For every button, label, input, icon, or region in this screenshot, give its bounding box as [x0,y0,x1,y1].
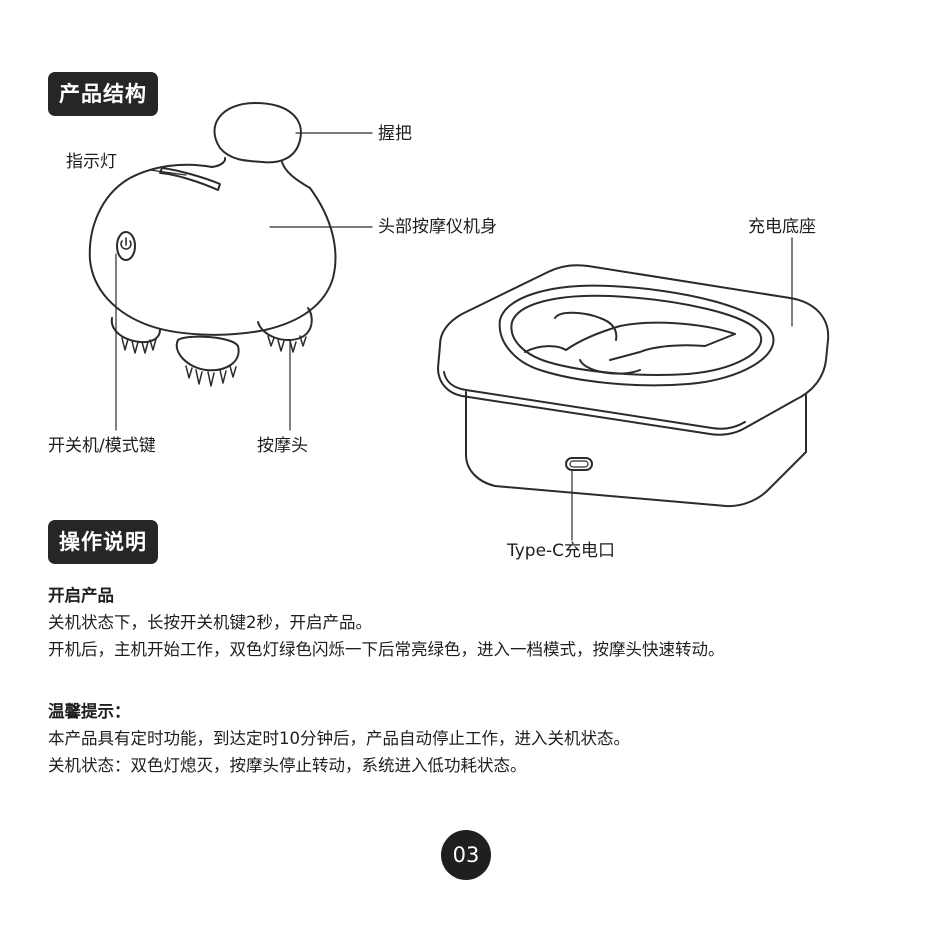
grip-outline [213,102,302,164]
massager-body-outline [88,163,337,336]
label-grip: 握把 [378,124,412,144]
base-cradle [524,321,736,361]
base-top-outline [437,264,830,436]
base-bowl-inner [510,294,763,376]
base-bowl-rim [498,284,775,387]
base-side [465,391,807,508]
structure-section-title: 产品结构 [48,72,158,116]
tips-line-1: 本产品具有定时功能，到达定时10分钟后，产品自动停止工作，进入关机状态。 [48,729,630,748]
power-button-outline [116,231,136,261]
nubs-right [267,335,307,353]
start-line-1: 关机状态下，长按开关机键2秒，开启产品。 [48,613,372,632]
tips-instructions: 温馨提示： 本产品具有定时功能，到达定时10分钟后，产品自动停止工作，进入关机状… [48,698,918,779]
base-cradle-post [554,311,618,341]
massage-head-left [110,317,161,344]
leader-indicator [149,169,187,176]
grip-neck-right [281,161,311,189]
start-heading: 开启产品 [48,586,114,605]
start-line-2: 开机后，主机开始工作，双色灯绿色闪烁一下后常亮绿色，进入一档模式，按摩头快速转动… [48,640,725,659]
label-typec-port: Type-C充电口 [507,541,616,561]
label-power-button: 开关机/模式键 [48,436,156,456]
label-body: 头部按摩仪机身 [378,217,497,237]
page-number: 03 [441,830,491,880]
start-instructions: 开启产品 关机状态下，长按开关机键2秒，开启产品。 开机后，主机开始工作，双色灯… [48,582,918,663]
operation-section-title: 操作说明 [48,520,158,564]
base-top-inner-edge [443,371,746,430]
label-indicator: 指示灯 [66,152,117,172]
nubs-left [121,337,157,354]
typec-port-outline [565,457,593,471]
nubs-center [185,365,237,387]
grip-neck-left [211,157,227,168]
label-massage-head: 按摩头 [257,436,308,456]
tips-line-2: 关机状态：双色灯熄灭，按摩头停止转动，系统进入低功耗状态。 [48,756,527,775]
base-cradle-center [579,359,641,375]
product-structure-diagram [88,102,830,541]
massage-head-center [175,335,240,372]
indicator-slot [159,167,221,191]
typec-port-inner [569,460,589,468]
label-base: 充电底座 [748,217,816,237]
tips-heading: 温馨提示： [48,702,131,721]
power-icon [120,237,132,250]
